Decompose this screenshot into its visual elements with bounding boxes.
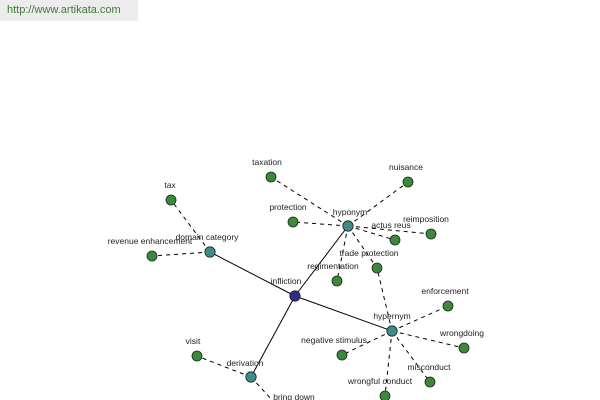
edge-infliction-domain-category	[209, 251, 296, 297]
edge-hyponym-regimentation	[336, 225, 349, 282]
node-enforcement[interactable]	[442, 300, 454, 312]
node-trade-protection[interactable]	[371, 262, 383, 274]
label-visit[interactable]: visit	[186, 336, 201, 346]
node-tax[interactable]	[165, 194, 177, 206]
edge-infliction-derivation	[250, 295, 296, 378]
label-taxation[interactable]: taxation	[252, 157, 282, 167]
label-infliction[interactable]: infliction	[271, 276, 302, 286]
edge-domain-category-tax	[170, 199, 211, 253]
node-hypernym[interactable]	[386, 325, 398, 337]
label-wrongdoing[interactable]: wrongdoing	[439, 328, 484, 338]
node-hyponym[interactable]	[342, 220, 354, 232]
label-nuisance[interactable]: nuisance	[389, 162, 423, 172]
node-visit[interactable]	[191, 350, 203, 362]
edge-hypernym-enforcement	[391, 305, 449, 332]
node-actus-reus[interactable]	[389, 234, 401, 246]
label-hyponym[interactable]: hyponym	[333, 207, 368, 217]
edge-hyponym-trade-protection	[347, 225, 378, 269]
edge-infliction-hypernym	[294, 295, 393, 332]
node-revenue-enhancement[interactable]	[146, 250, 158, 262]
edge-infliction-hyponym	[294, 225, 349, 297]
node-infliction[interactable]	[289, 290, 301, 302]
label-reimposition[interactable]: reimposition	[403, 214, 449, 224]
label-regimentation[interactable]: regimentation	[307, 261, 359, 271]
node-taxation[interactable]	[265, 171, 277, 183]
label-tax[interactable]: tax	[164, 180, 176, 190]
label-enforcement[interactable]: enforcement	[421, 286, 469, 296]
edge-hypernym-wrongful-conduct	[384, 330, 393, 397]
node-domain-category[interactable]	[204, 246, 216, 258]
label-protection[interactable]: protection	[269, 202, 307, 212]
edge-hypernym-misconduct	[391, 330, 431, 383]
node-negative-stimulus[interactable]	[336, 349, 348, 361]
label-wrongful-conduct[interactable]: wrongful conduct	[347, 376, 413, 386]
edge-domain-category-revenue-enhancement	[151, 251, 211, 257]
node-reimposition[interactable]	[425, 228, 437, 240]
edge-hyponym-protection	[292, 221, 349, 227]
label-bring-down[interactable]: bring down	[273, 392, 315, 400]
label-derivation[interactable]: derivation	[227, 358, 264, 368]
label-hypernym[interactable]: hypernym	[373, 311, 410, 321]
node-wrongdoing[interactable]	[458, 342, 470, 354]
label-trade-protection[interactable]: trade protection	[339, 248, 398, 258]
edge-hyponym-reimposition	[347, 225, 432, 235]
edge-hypernym-trade-protection	[376, 267, 393, 332]
label-negative-stimulus[interactable]: negative stimulus	[301, 335, 367, 345]
source-url[interactable]: http://www.artikata.com	[0, 0, 138, 21]
node-derivation[interactable]	[245, 371, 257, 383]
edge-derivation-visit	[196, 355, 252, 378]
node-regimentation[interactable]	[331, 275, 343, 287]
graph-edges	[151, 176, 465, 400]
graph-labels: infliction hyponym hypernym domain category…	[108, 157, 485, 400]
node-nuisance[interactable]	[402, 176, 414, 188]
node-protection[interactable]	[287, 216, 299, 228]
node-misconduct[interactable]	[424, 376, 436, 388]
graph-nodes	[146, 171, 470, 400]
label-misconduct[interactable]: misconduct	[408, 362, 452, 372]
edge-hyponym-actus-reus	[347, 225, 396, 241]
node-wrongful-conduct[interactable]	[379, 390, 391, 400]
label-revenue-enhancement[interactable]: revenue enhancement	[108, 236, 193, 246]
label-domain-category[interactable]: domain category	[176, 232, 240, 242]
edge-hypernym-negative-stimulus	[341, 330, 393, 356]
label-actus-reus[interactable]: actus reus	[371, 220, 410, 230]
